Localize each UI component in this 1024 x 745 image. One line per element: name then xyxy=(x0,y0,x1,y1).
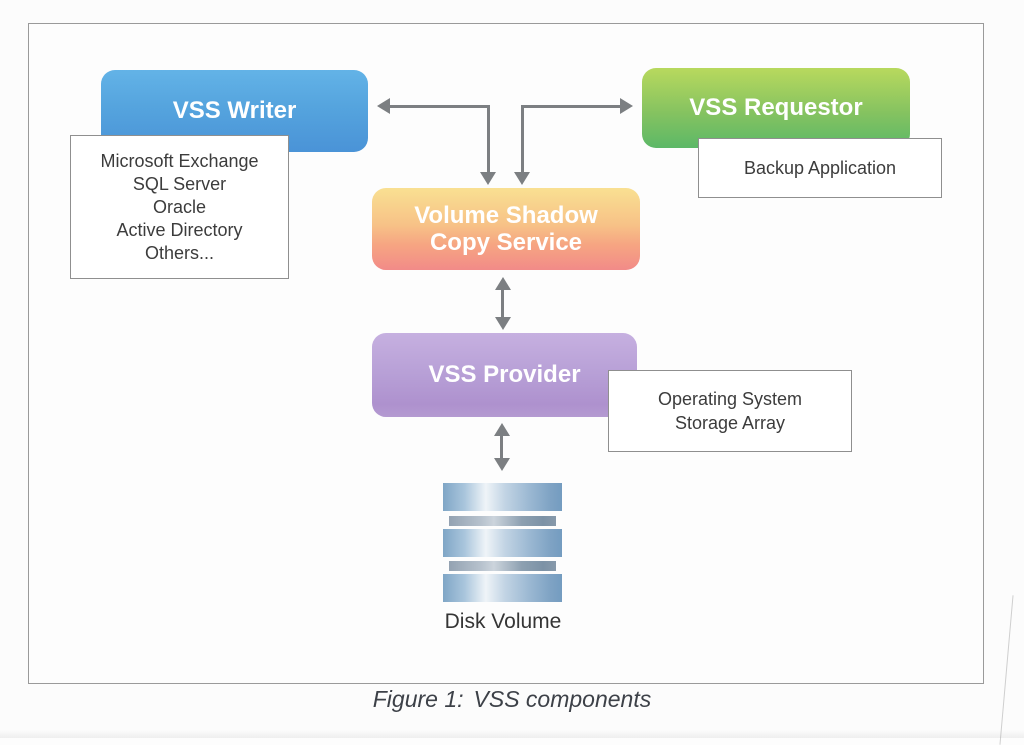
disk-spacer xyxy=(449,561,556,571)
arrow-line xyxy=(501,288,504,319)
arrow-line xyxy=(500,434,503,460)
vss-provider-title: VSS Provider xyxy=(428,361,581,388)
writer-example-item: Oracle xyxy=(152,196,206,217)
figure-caption-text: VSS components xyxy=(473,686,652,712)
vscs-title-line1: Volume Shadow xyxy=(414,202,598,229)
arrow-line xyxy=(389,105,490,108)
page-scan-edge-artifact xyxy=(999,595,1014,745)
provider-examples-box: Operating System Storage Array xyxy=(608,370,852,452)
vss-requestor-box: VSS Requestor xyxy=(642,68,910,148)
arrowhead-left-icon xyxy=(377,98,390,114)
page-scan-bottom-shading xyxy=(0,730,1024,738)
arrowhead-up-icon xyxy=(495,277,511,290)
arrow-line xyxy=(487,105,490,173)
writer-example-item: Microsoft Exchange xyxy=(100,150,259,171)
disk-platter xyxy=(443,529,562,557)
arrowhead-down-icon xyxy=(495,317,511,330)
vss-provider-box: VSS Provider xyxy=(372,333,637,417)
writer-example-item: Active Directory xyxy=(116,219,243,240)
figure-caption: Figure 1: VSS components xyxy=(262,686,762,713)
backup-application-label: Backup Application xyxy=(743,157,897,178)
arrow-line xyxy=(521,105,524,173)
vss-requestor-title: VSS Requestor xyxy=(689,94,863,121)
backup-application-box: Backup Application xyxy=(698,138,942,198)
figure-caption-number: Figure 1: xyxy=(372,686,464,712)
arrowhead-up-icon xyxy=(494,423,510,436)
vss-writer-examples-box: Microsoft Exchange SQL Server Oracle Act… xyxy=(70,135,289,279)
arrowhead-right-icon xyxy=(620,98,633,114)
arrowhead-down-icon xyxy=(514,172,530,185)
arrow-line xyxy=(522,105,621,108)
writer-example-item: SQL Server xyxy=(132,173,227,194)
disk-platter xyxy=(443,574,562,602)
volume-shadow-copy-service-box: Volume Shadow Copy Service xyxy=(372,188,640,270)
provider-example-item: Storage Array xyxy=(674,413,786,433)
disk-volume-label: Disk Volume xyxy=(444,610,562,633)
vss-writer-title: VSS Writer xyxy=(172,97,297,124)
disk-platter xyxy=(443,483,562,511)
disk-spacer xyxy=(449,516,556,526)
vscs-title-line2: Copy Service xyxy=(429,229,583,256)
arrowhead-down-icon xyxy=(480,172,496,185)
provider-example-item: Operating System xyxy=(657,389,803,409)
writer-example-item: Others... xyxy=(144,242,215,263)
disk-volume-icon xyxy=(443,483,562,602)
arrowhead-down-icon xyxy=(494,458,510,471)
